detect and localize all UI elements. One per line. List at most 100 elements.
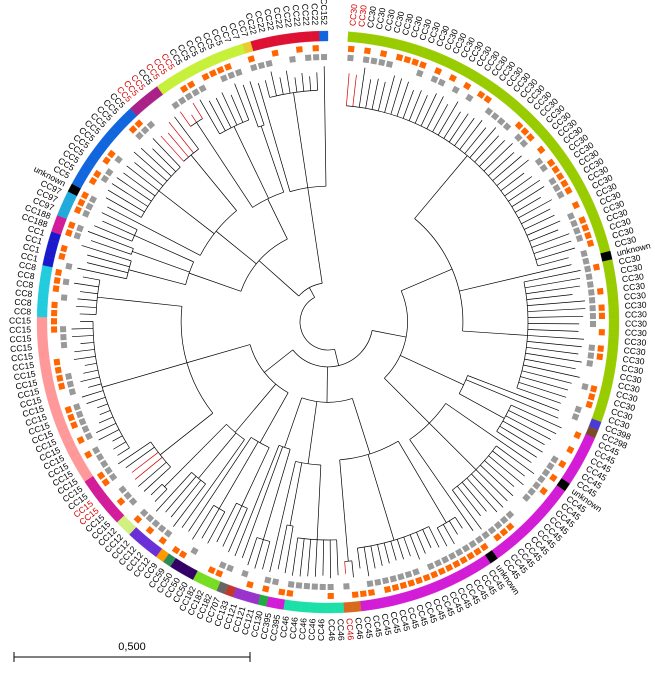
leaf-branch (433, 104, 448, 132)
leaf-branch (527, 301, 585, 306)
cc-strip-segment (309, 602, 318, 612)
marker-orange (463, 82, 471, 90)
marker-orange (271, 50, 278, 57)
leaf-branch (173, 484, 205, 527)
internal-branch (129, 270, 186, 285)
internal-branch (466, 380, 538, 410)
marker-orange (55, 269, 62, 276)
cc-strip-segment (292, 601, 302, 612)
internal-branch (242, 448, 269, 506)
marker-orange (51, 302, 57, 309)
leaf-branch (429, 527, 439, 548)
internal-arc (293, 331, 372, 367)
marker-grey (313, 54, 319, 60)
marker-grey (264, 576, 271, 583)
internal-branch (198, 433, 236, 478)
marker-orange (599, 313, 605, 319)
leaf-branch (258, 83, 263, 99)
internal-branch (259, 261, 299, 296)
cc-strip-segment (37, 308, 47, 317)
marker-grey (589, 305, 595, 311)
marker-grey (550, 455, 558, 463)
marker-orange (58, 253, 65, 260)
marker-grey (441, 556, 449, 564)
leaf-branch (536, 248, 575, 260)
leaf-branch (216, 98, 231, 128)
leaf-label: CC46 (327, 619, 337, 641)
marker-grey (556, 191, 564, 199)
marker-orange (434, 67, 442, 75)
leaf-branch (202, 509, 219, 539)
marker-orange (134, 515, 143, 524)
cc-strip-segment (37, 325, 47, 334)
marker-rings (51, 45, 605, 599)
internal-branch (132, 220, 200, 256)
marker-grey (272, 578, 279, 585)
marker-orange (360, 590, 367, 597)
marker-orange (286, 590, 293, 597)
cc-strip-segment (40, 359, 51, 369)
leaf-branch (353, 75, 357, 107)
marker-grey (590, 321, 596, 327)
marker-grey (305, 55, 311, 61)
cc-strip-segment (327, 603, 336, 613)
marker-grey (374, 579, 381, 586)
internal-branch (290, 463, 302, 526)
leaf-label: CC152 (319, 0, 329, 25)
marker-grey (227, 71, 235, 79)
internal-branch (308, 401, 317, 463)
internal-branch (206, 440, 244, 494)
cc-strip-segment (606, 277, 617, 287)
marker-grey (465, 94, 473, 102)
leaf-branch (496, 446, 534, 474)
marker-orange (68, 221, 76, 229)
marker-grey (65, 373, 72, 380)
leaf-branch (235, 84, 249, 120)
leaf-branch (359, 68, 365, 108)
marker-grey (548, 177, 556, 185)
marker-orange (117, 497, 126, 506)
leaf-branch (270, 530, 280, 572)
marker-grey (265, 60, 272, 67)
leaf-branch (438, 102, 458, 136)
leaf-branch (364, 547, 369, 576)
marker-orange (67, 414, 75, 422)
leaf-branch (310, 76, 311, 90)
marker-orange (598, 304, 604, 311)
cc-strip-segment (609, 311, 619, 320)
marker-grey (588, 289, 595, 296)
leaf-branch (222, 93, 237, 126)
internal-branch (187, 345, 250, 363)
marker-grey (67, 380, 74, 387)
leaf-branch (449, 521, 457, 535)
leaf-branch (423, 529, 431, 547)
leaf-branch (488, 152, 514, 175)
leaf-branch (300, 539, 304, 577)
marker-grey (438, 79, 446, 87)
leaf-branch (384, 543, 389, 563)
marker-grey (135, 132, 143, 140)
cc-strip-segment (608, 337, 619, 346)
marker-grey (514, 133, 522, 141)
cc-strip-segment (356, 32, 366, 43)
leaf-branch (427, 96, 444, 128)
leaf-branch (189, 518, 198, 531)
marker-orange (483, 95, 492, 104)
internal-branch (197, 122, 253, 207)
marker-grey (289, 56, 296, 63)
marker-grey (61, 342, 68, 349)
cc-strip-segment (283, 600, 293, 611)
marker-grey (570, 220, 578, 228)
marker-orange (407, 579, 415, 587)
marker-grey (178, 97, 186, 105)
marker-orange (93, 170, 101, 178)
leaf-branch (255, 540, 264, 569)
marker-grey (171, 101, 179, 109)
marker-orange (597, 288, 604, 295)
leaf-branch (517, 388, 561, 403)
leaf-branch (437, 528, 447, 546)
marker-grey (343, 583, 349, 589)
leaf-branch (292, 538, 297, 576)
marker-orange (556, 172, 564, 180)
